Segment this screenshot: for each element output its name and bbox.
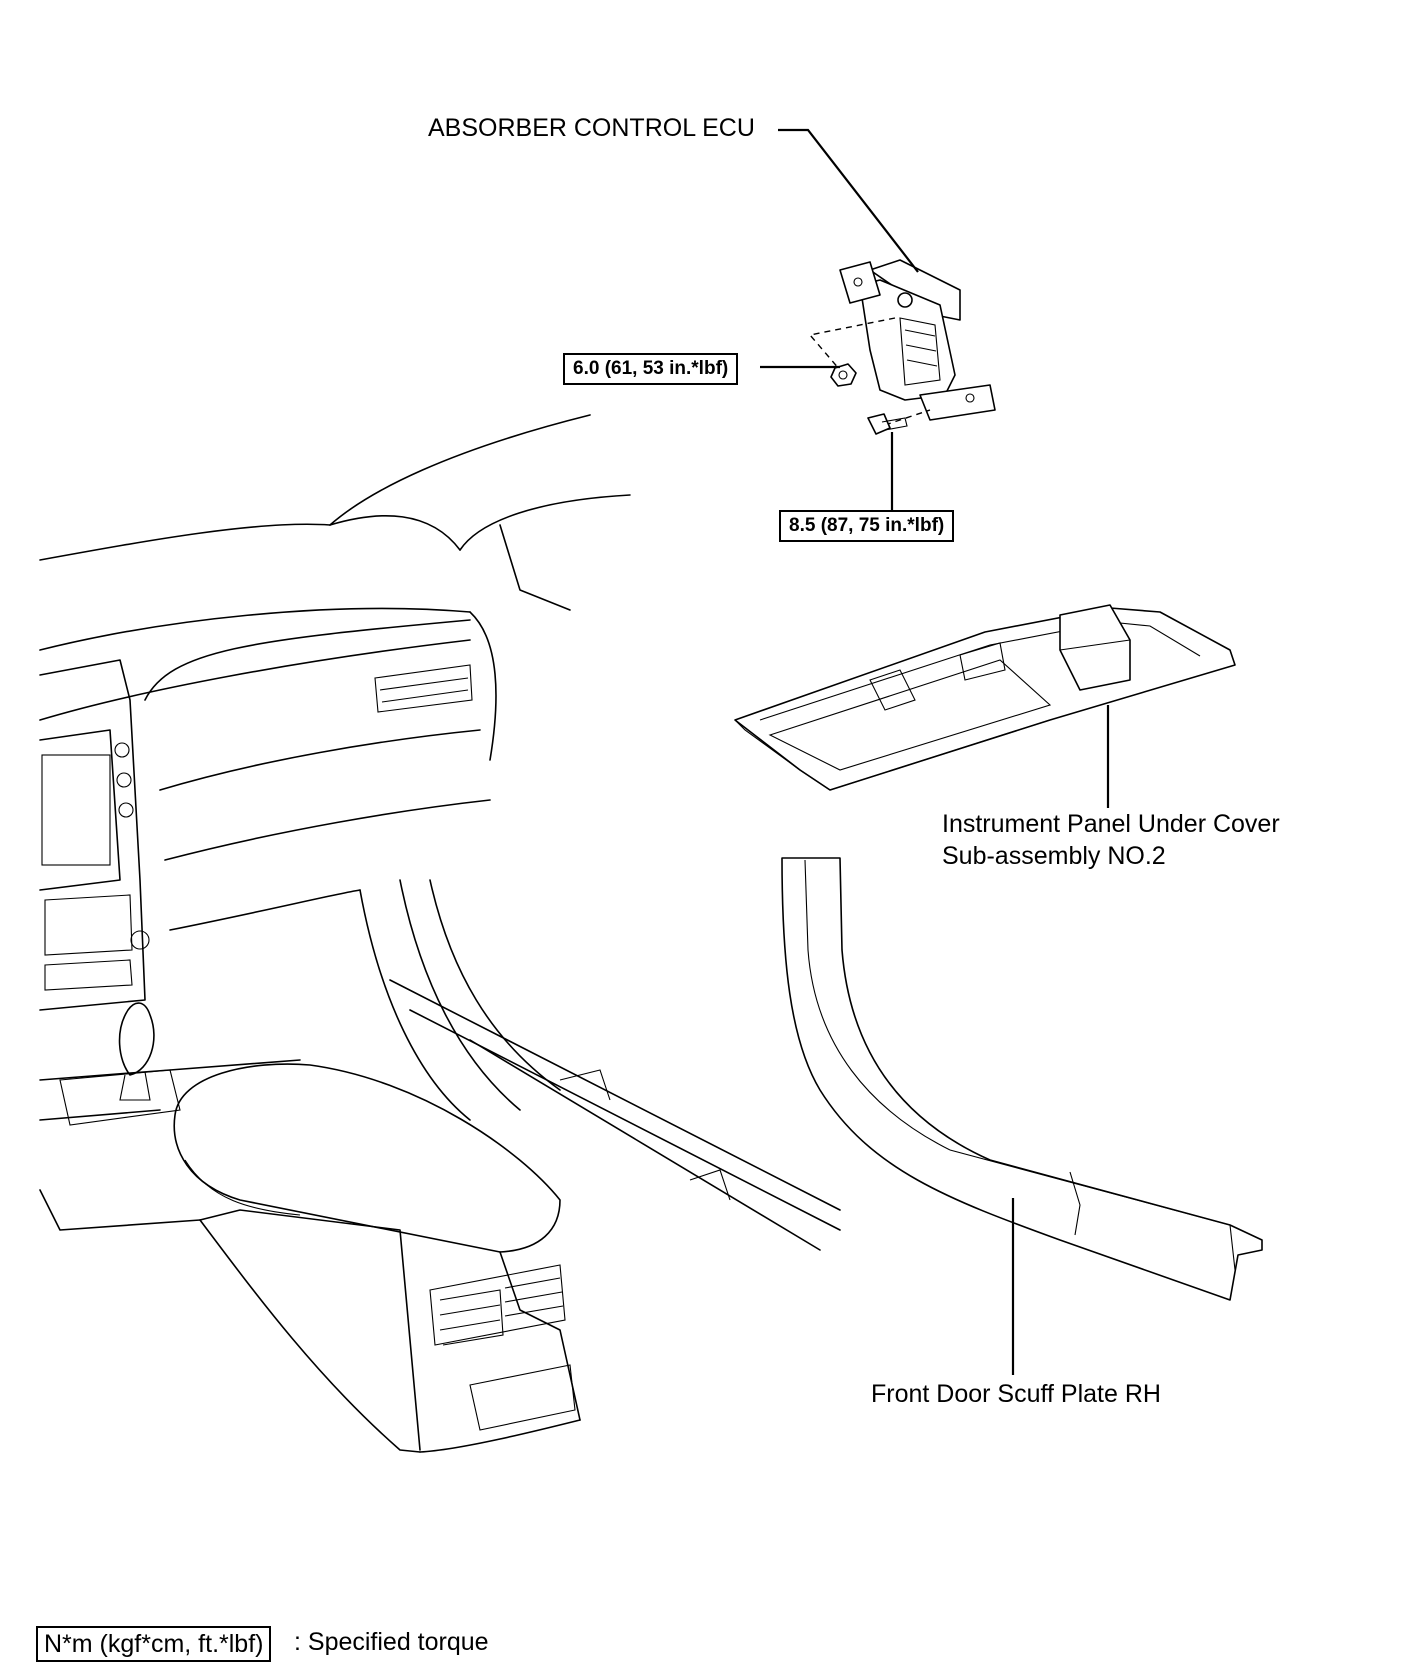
instrument-panel-under-cover-drawing <box>734 604 1236 791</box>
under-cover-label-line1: Instrument Panel Under Cover <box>942 810 1280 838</box>
ecu-label: ABSORBER CONTROL ECU <box>428 114 755 142</box>
under-cover-label-line2: Sub-assembly NO.2 <box>942 842 1166 870</box>
torque-unit-legend-box: N*m (kgf*cm, ft.*lbf) <box>36 1626 272 1662</box>
vehicle-interior-drawing <box>39 414 841 1453</box>
leader-lines <box>760 128 1110 1375</box>
nut-torque-spec: 6.0 (61, 53 in.*lbf) <box>563 353 739 385</box>
absorber-control-ecu-drawing <box>808 259 996 435</box>
bolt-torque-spec: 8.5 (87, 75 in.*lbf) <box>779 510 955 542</box>
front-door-scuff-plate-drawing <box>781 857 1263 1301</box>
scuff-plate-label: Front Door Scuff Plate RH <box>871 1380 1161 1408</box>
torque-legend-description: : Specified torque <box>294 1628 489 1656</box>
